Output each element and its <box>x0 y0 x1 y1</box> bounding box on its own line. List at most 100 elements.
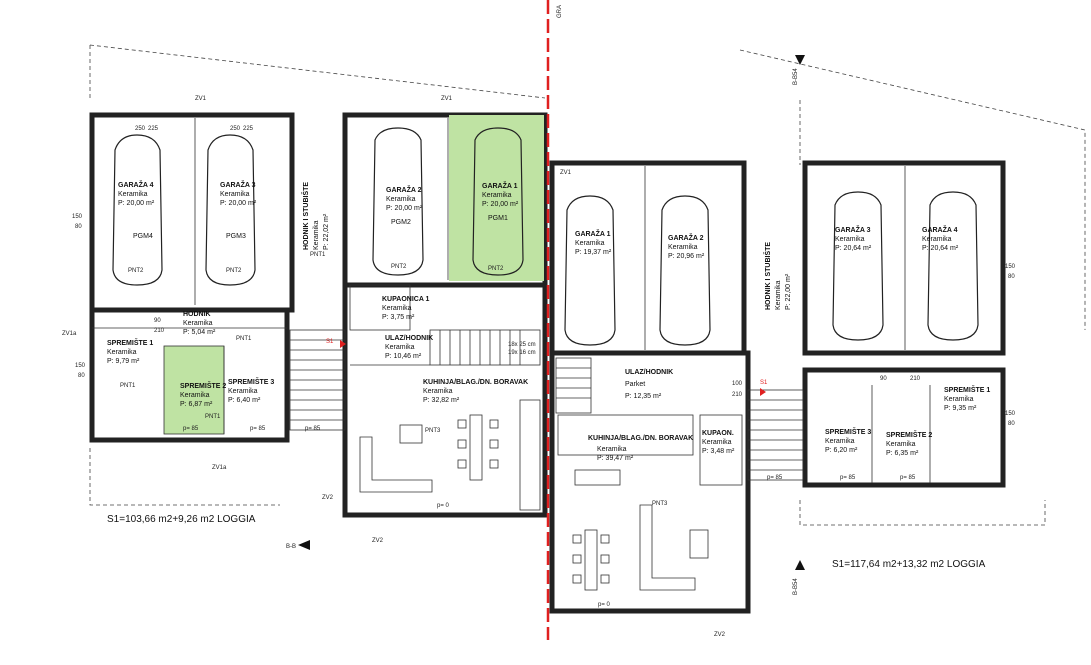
right-garage3-name: GARAŽA 3 <box>835 225 871 234</box>
storage3-pnt: PNT1 <box>236 336 252 342</box>
dim-80-a: 80 <box>75 224 82 230</box>
right-bathroom-floor: Keramika <box>702 439 732 446</box>
dim-210-a: 210 <box>154 328 165 334</box>
dim-150-c: 150 <box>1005 411 1016 417</box>
left-entry-floor: Keramika <box>385 344 415 351</box>
label-zv2-b: ZV2 <box>372 538 384 544</box>
car-pgm4 <box>112 134 163 286</box>
right-storage2-floor: Keramika <box>886 441 916 448</box>
left-p85-b: p= 85 <box>250 426 266 432</box>
storage1-area: P: 9,79 m² <box>107 358 140 365</box>
storage2-name: SPREMIŠTE 2 <box>180 381 226 390</box>
label-zv1a-a: ZV1a <box>62 331 77 337</box>
right-dining-table <box>572 529 610 591</box>
left-bathroom <box>349 284 411 331</box>
dim-210-b: 210 <box>732 392 743 398</box>
pgm2-area: P: 20,00 m² <box>386 205 423 212</box>
storage1-pnt: PNT1 <box>120 383 136 389</box>
dim-250-b: 250 <box>230 126 241 132</box>
label-zv1-a: ZV1 <box>195 96 207 102</box>
left-bathroom-name: KUPAONICA 1 <box>382 296 430 303</box>
right-garage4-name: GARAŽA 4 <box>922 225 958 234</box>
hodnik-name: HODNIK <box>183 311 211 318</box>
storage2-pnt: PNT1 <box>205 414 221 420</box>
pgm2-pnt: PNT2 <box>391 264 407 270</box>
left-summary: S1=103,66 m2+9,26 m2 LOGGIA <box>107 514 256 525</box>
right-garage1-floor: Keramika <box>575 240 605 247</box>
hodnik-floor: Keramika <box>183 320 213 327</box>
car-pgm2 <box>372 127 424 276</box>
label-section-bb: B-B <box>286 544 296 550</box>
right-kitchen-counter <box>557 414 694 456</box>
right-kitchen-name: KUHINJA/BLAG./DN. BORAVAK <box>588 435 693 442</box>
pgm3-area: P: 20,00 m² <box>220 200 257 207</box>
right-unit <box>549 160 1006 614</box>
entry-marker-left <box>340 340 346 348</box>
stair-note-a: 18x 25 cm <box>508 342 536 348</box>
stair-note-b: 19x 16 cm <box>508 350 536 356</box>
right-storage2-area: P: 6,35 m² <box>886 450 919 457</box>
dim-80-c: 80 <box>1008 421 1015 427</box>
dim-100-a: 100 <box>732 381 743 387</box>
dim-210-c: 210 <box>910 376 921 382</box>
right-zv2: ZV2 <box>714 632 726 638</box>
left-stairs <box>289 329 346 431</box>
right-p0: p= 0 <box>598 602 611 608</box>
right-stairs <box>747 389 804 481</box>
pgm1-name: GARAŽA 1 <box>482 181 518 190</box>
right-storage2-name: SPREMIŠTE 2 <box>886 430 932 439</box>
border-label-group: GRA <box>557 5 563 18</box>
left-hall-pnt: PNT1 <box>310 252 326 258</box>
right-garage1-area: P: 19,37 m² <box>575 249 612 256</box>
left-hall-name: HODNIK I STUBIŠTE <box>301 182 310 250</box>
left-interior-stairs <box>429 329 541 366</box>
section-b54-bottom: B-B54 <box>793 578 799 595</box>
left-hall-area: P: 22,02 m² <box>323 213 330 250</box>
right-hall-area: P: 22,00 m² <box>785 273 792 310</box>
section-arrow-right-bottom <box>795 560 805 570</box>
left-kitchen-floor: Keramika <box>423 388 453 395</box>
left-kitchen-name: KUHINJA/BLAG./DN. BORAVAK <box>423 379 528 386</box>
right-garage2-area: P: 20,96 m² <box>668 253 705 260</box>
right-garage2-name: GARAŽA 2 <box>668 233 704 242</box>
pgm4-pnt: PNT2 <box>128 268 144 274</box>
storage3-name: SPREMIŠTE 3 <box>228 377 274 386</box>
pgm4-floor: Keramika <box>118 191 148 198</box>
label-zv1-b: ZV1 <box>441 96 453 102</box>
pgm3-code: PGM3 <box>226 233 246 240</box>
right-s1-marker: S1 <box>760 380 768 386</box>
right-p85-a: p= 85 <box>767 475 783 481</box>
right-summary: S1=117,64 m2+13,32 m2 LOGGIA <box>832 559 986 570</box>
right-storage1-floor: Keramika <box>944 396 974 403</box>
right-hall-floor: Keramika <box>775 280 782 310</box>
right-garage3-floor: Keramika <box>835 236 865 243</box>
left-dining-table <box>457 414 499 481</box>
right-garage2-floor: Keramika <box>668 244 698 251</box>
right-storage3-floor: Keramika <box>825 438 855 445</box>
right-storage1-area: P: 9,35 m² <box>944 405 977 412</box>
section-arrow-left <box>298 540 310 550</box>
left-entry-area: P: 10,46 m² <box>385 353 422 360</box>
right-kitchen-pnt: PNT3 <box>652 501 668 507</box>
right-garage4-floor: Keramika <box>922 236 952 243</box>
left-sofa <box>359 424 433 493</box>
car-garage2-right <box>659 195 711 346</box>
pgm3-floor: Keramika <box>220 191 250 198</box>
pgm3-name: GARAŽA 3 <box>220 180 256 189</box>
left-bathroom-area: P: 3,75 m² <box>382 314 415 321</box>
right-storage3-area: P: 6,20 m² <box>825 447 858 454</box>
car-garage4-right <box>927 191 979 341</box>
storage3-floor: Keramika <box>228 388 258 395</box>
left-p0: p= 0 <box>437 503 450 509</box>
left-cars <box>112 127 524 286</box>
left-p85-a: p= 85 <box>183 426 199 432</box>
right-zv1: ZV1 <box>560 170 572 176</box>
left-hall-label-group: HODNIK I STUBIŠTE Keramika P: 22,02 m² <box>301 182 330 250</box>
right-cars <box>564 191 979 346</box>
left-bathroom-floor: Keramika <box>382 305 412 312</box>
site-outline-right <box>799 500 1046 526</box>
right-entry-floor: Parket <box>625 381 645 388</box>
left-entry-name: ULAZ/HODNIK <box>385 335 433 342</box>
right-entry-area: P: 12,35 m² <box>625 393 662 400</box>
